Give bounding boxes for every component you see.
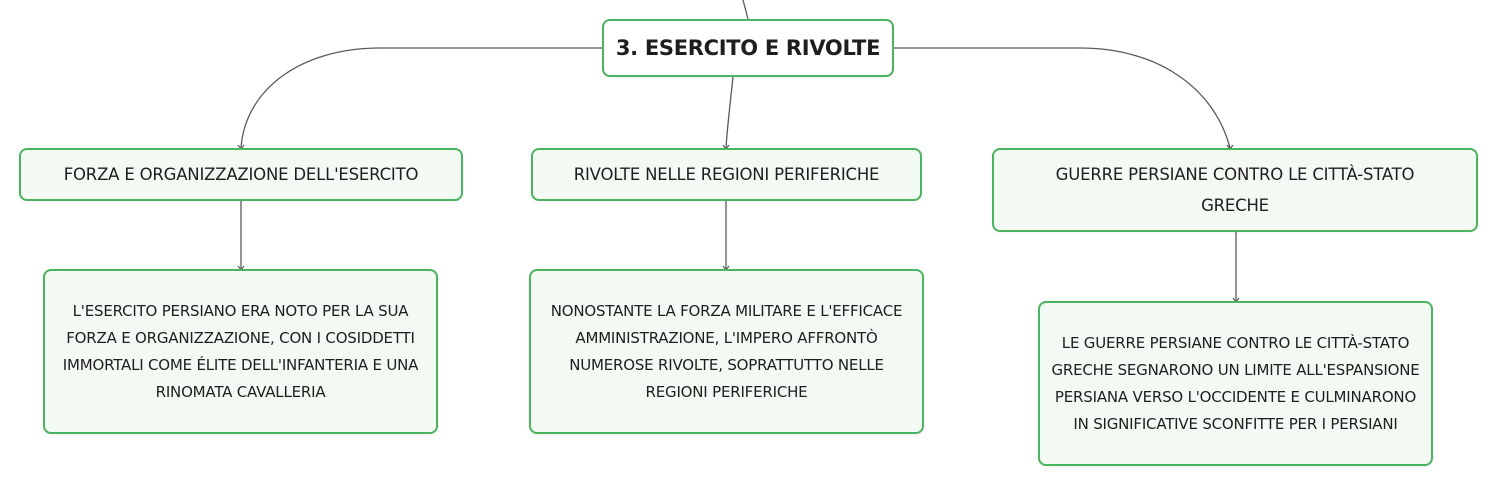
detail-node-text: L'ESERCITO PERSIANO ERA NOTO PER LA SUA …: [62, 301, 419, 401]
topic-node-label: RIVOLTE NELLE REGIONI PERIFERICHE: [573, 165, 880, 184]
connector-parent-to-root: [742, 0, 749, 20]
root-node-label: 3. ESERCITO E RIVOLTE: [615, 36, 881, 60]
connector-root-to-topic-1: [240, 47, 602, 149]
detail-node-persian-wars[interactable]: LE GUERRE PERSIANE CONTRO LE CITTÀ-STATO…: [1038, 301, 1433, 466]
detail-node-text: LE GUERRE PERSIANE CONTRO LE CITTÀ-STATO…: [1051, 333, 1420, 433]
connector-root-to-topic-2: [725, 76, 734, 149]
detail-node-peripheral-revolts[interactable]: NONOSTANTE LA FORZA MILITARE E L'EFFICAC…: [529, 269, 924, 434]
topic-node-persian-wars[interactable]: GUERRE PERSIANE CONTRO LE CITTÀ-STATO GR…: [992, 148, 1478, 232]
topic-node-label: GUERRE PERSIANE CONTRO LE CITTÀ-STATO GR…: [1055, 165, 1415, 215]
root-node[interactable]: 3. ESERCITO E RIVOLTE: [602, 19, 894, 77]
detail-node-army-strength[interactable]: L'ESERCITO PERSIANO ERA NOTO PER LA SUA …: [43, 269, 438, 434]
topic-node-army-strength[interactable]: FORZA E ORGANIZZAZIONE DELL'ESERCITO: [19, 148, 463, 201]
detail-node-text: NONOSTANTE LA FORZA MILITARE E L'EFFICAC…: [550, 301, 903, 401]
topic-node-peripheral-revolts[interactable]: RIVOLTE NELLE REGIONI PERIFERICHE: [531, 148, 922, 201]
topic-node-label: FORZA E ORGANIZZAZIONE DELL'ESERCITO: [63, 165, 419, 184]
connector-root-to-topic-3: [894, 47, 1231, 149]
